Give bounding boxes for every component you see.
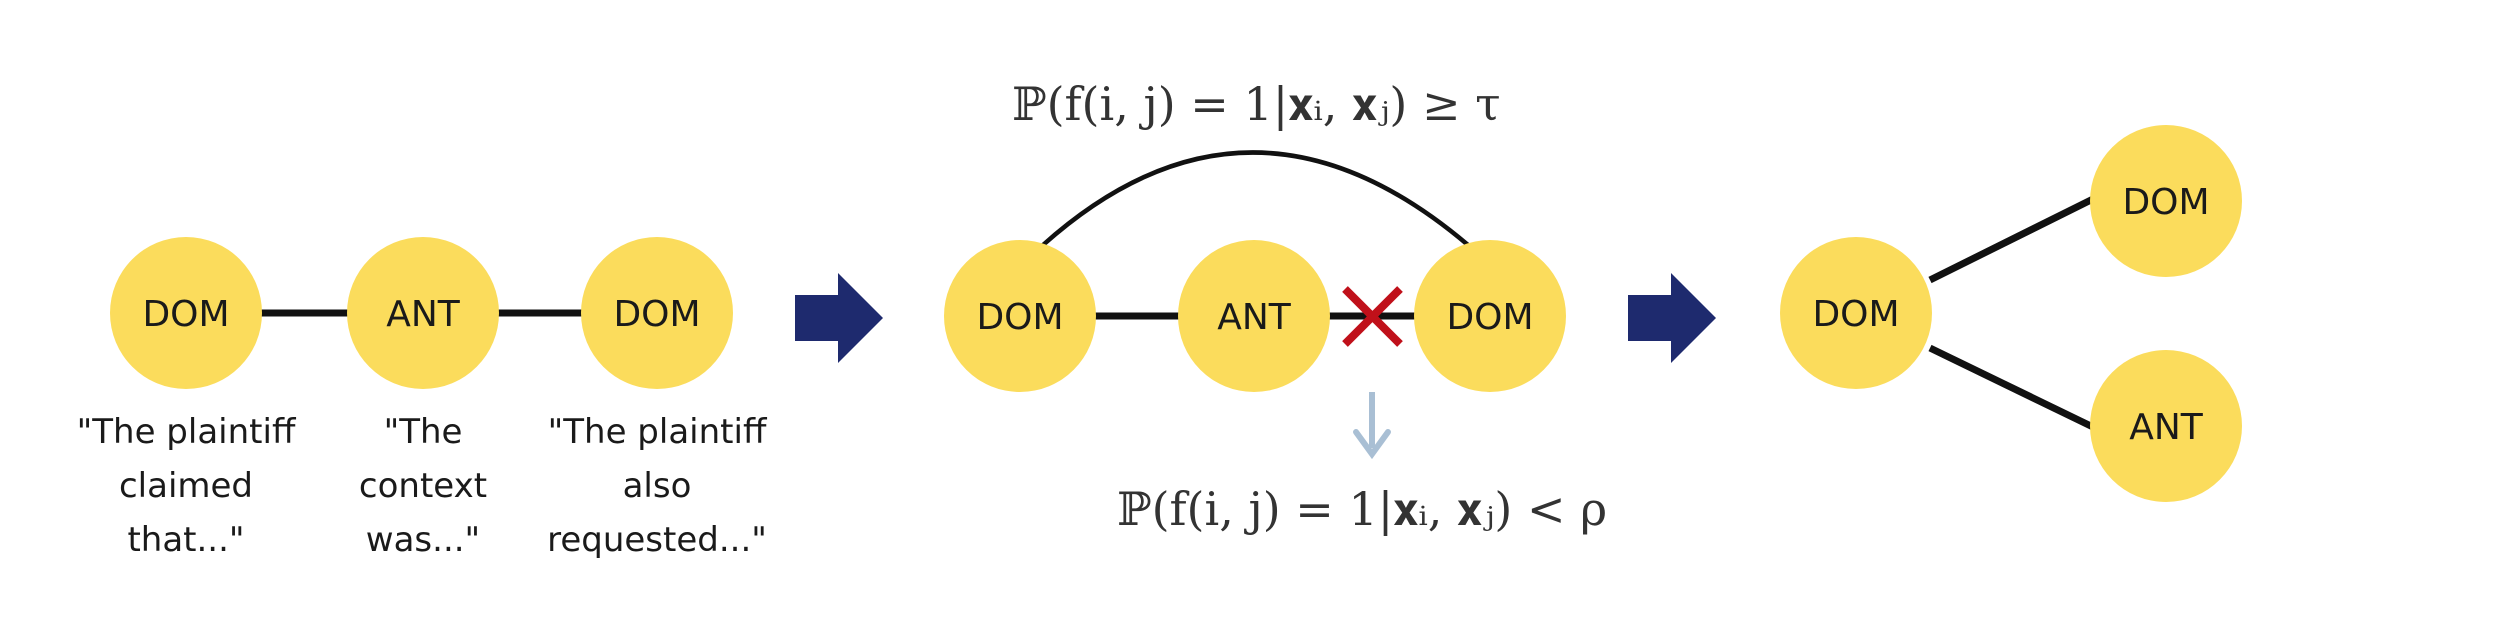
quote-line: "The (384, 412, 463, 452)
node-label: DOM (2122, 182, 2209, 223)
quote-3: "The plaintiff also requested..." (547, 412, 768, 560)
right-arrow-icon (795, 273, 883, 363)
node-label: DOM (1812, 294, 1899, 335)
node-label: DOM (142, 294, 229, 335)
edge-dom-ant (1928, 344, 2097, 432)
bottom-formula: ℙ(f(i, j) = 1|𝐱ᵢ, 𝐱ⱼ) < ρ (1117, 482, 1607, 536)
node-dom-3: DOM (944, 240, 1096, 392)
cross-icon (1342, 286, 1403, 347)
node-dom-2: DOM (581, 237, 733, 389)
top-formula: ℙ(f(i, j) = 1|𝐱ᵢ, 𝐱ⱼ) ≥ τ (1012, 77, 1501, 131)
quote-line: that..." (127, 520, 244, 560)
node-dom-root: DOM (1780, 237, 1932, 389)
node-dom-4: DOM (1414, 240, 1566, 392)
quote-line: requested..." (547, 520, 767, 560)
quote-line: also (623, 466, 692, 506)
node-label: ANT (386, 294, 461, 335)
panel-1-chain: DOM ANT DOM "The plaintiff claimed that.… (77, 237, 768, 560)
node-label: DOM (613, 294, 700, 335)
panel-3-tree: DOM DOM ANT (1780, 125, 2242, 502)
quote-line: context (359, 466, 487, 506)
panel-2-chain: ℙ(f(i, j) = 1|𝐱ᵢ, 𝐱ⱼ) ≥ τ DOM ANT DOM ℙ(… (944, 77, 1607, 536)
right-arrow-icon (1628, 273, 1716, 363)
node-label: ANT (1217, 297, 1292, 338)
quote-line: claimed (119, 466, 253, 506)
down-arrow-icon (1353, 392, 1391, 460)
quote-line: "The plaintiff (77, 412, 297, 452)
node-ant-1: ANT (347, 237, 499, 389)
quote-line: was..." (366, 520, 480, 560)
node-label: DOM (1446, 297, 1533, 338)
node-ant-2: ANT (1178, 240, 1330, 392)
node-dom-child: DOM (2090, 125, 2242, 277)
arc-edge (1041, 150, 1470, 247)
node-dom-1: DOM (110, 237, 262, 389)
quote-2: "The context was..." (359, 412, 487, 560)
edge-dom-dom (1928, 194, 2097, 284)
node-label: DOM (976, 297, 1063, 338)
quote-1: "The plaintiff claimed that..." (77, 412, 297, 560)
node-label: ANT (2129, 407, 2204, 448)
quote-line: "The plaintiff (548, 412, 768, 452)
node-ant-child: ANT (2090, 350, 2242, 502)
